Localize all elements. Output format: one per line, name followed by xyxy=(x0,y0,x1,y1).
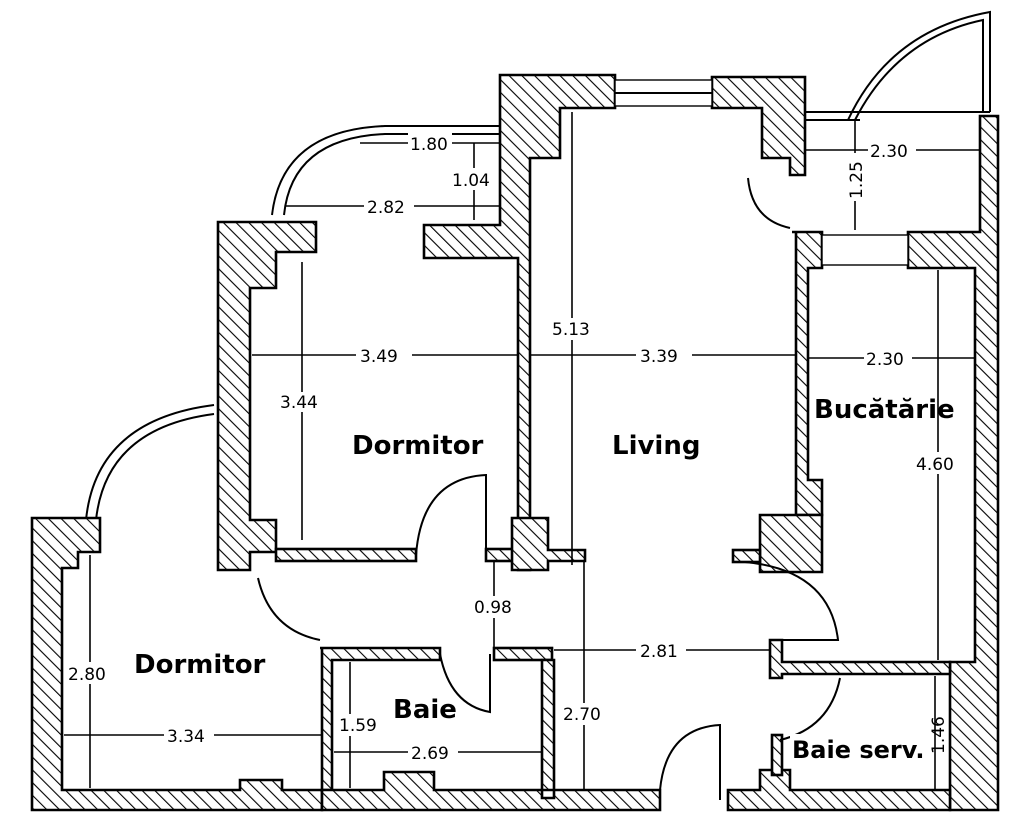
wall-service-bath-bottom xyxy=(726,768,952,812)
wall-top-right-block xyxy=(710,75,807,177)
wall-bath-left xyxy=(320,646,442,792)
dim-service-bath-height: 1.46 xyxy=(929,716,949,754)
bedroom-balcony-inner xyxy=(283,133,500,216)
dim-hall-opening: 0.98 xyxy=(474,598,512,618)
kitchen-balcony-arc-inner xyxy=(854,18,984,121)
dim-bath-width: 2.69 xyxy=(411,744,449,764)
dim-bedroom-balcony-span: 2.82 xyxy=(367,198,405,218)
room-label-baie-serv: Baie serv. xyxy=(792,736,925,764)
wall-bedroom-bottom xyxy=(274,547,418,563)
door-service-bath xyxy=(779,677,841,741)
wall-kitchen-left xyxy=(792,230,824,517)
room-label-baie: Baie xyxy=(393,695,457,725)
wall-living-right-stub xyxy=(731,548,762,564)
doors xyxy=(257,177,841,800)
room-label-dormitor-top: Dormitor xyxy=(352,431,484,461)
dim-hall-height: 2.70 xyxy=(563,705,601,725)
dim-kitchen-balcony-width: 2.30 xyxy=(870,142,908,162)
wall-living-left-pier xyxy=(510,516,587,572)
dim-bedroom2-height: 2.80 xyxy=(68,665,106,685)
wall-bath-top-right xyxy=(492,646,554,662)
kitchen-balcony-arc xyxy=(847,10,991,121)
wall-bottom xyxy=(320,770,662,812)
door-kitchen xyxy=(744,561,840,641)
dim-living-width: 3.39 xyxy=(640,347,678,367)
bedroom-balcony-outline xyxy=(271,125,500,216)
dim-bath-height: 1.59 xyxy=(339,716,377,736)
dim-balcony-depth: 1.04 xyxy=(452,171,490,191)
wall-living-right-pier xyxy=(758,513,824,574)
balconies xyxy=(85,10,991,521)
door-kitchen-balcony xyxy=(747,177,791,229)
dim-living-height: 5.13 xyxy=(552,320,590,340)
room-labels: Dormitor Living Bucătărie Dormitor Baie … xyxy=(134,395,955,766)
room-label-dormitor-left: Dormitor xyxy=(134,650,266,680)
door-left-bedroom xyxy=(257,577,321,641)
dim-balcony-width: 1.80 xyxy=(410,135,448,155)
dim-bedroom-height: 3.44 xyxy=(280,393,318,413)
wall-service-bath-top xyxy=(768,638,952,680)
room-label-living: Living xyxy=(612,431,700,461)
dim-bedroom2-width: 3.34 xyxy=(167,727,205,747)
wall-service-bath-stub xyxy=(770,733,784,777)
left-bedroom-balcony-outline xyxy=(85,404,215,521)
room-label-bucatarie: Bucătărie xyxy=(814,395,955,425)
wall-bath-right xyxy=(540,658,556,792)
dim-kitchen-width: 2.30 xyxy=(866,350,904,370)
left-bedroom-balcony-inner xyxy=(95,413,215,521)
walls xyxy=(30,73,1000,812)
dimension-labels: 1.80 1.04 2.82 2.30 1.25 5.13 3.49 3.44 … xyxy=(66,133,962,764)
dim-kitchen-balcony-depth: 1.25 xyxy=(847,161,867,199)
dim-hall-width: 2.81 xyxy=(640,642,678,662)
dim-bedroom-width: 3.49 xyxy=(360,347,398,367)
dim-kitchen-height: 4.60 xyxy=(916,455,954,475)
door-bedroom xyxy=(415,473,487,556)
door-bath xyxy=(439,653,491,714)
door-entrance xyxy=(659,723,721,800)
wall-top-bedroom-left xyxy=(216,220,318,572)
window-kitchen xyxy=(821,234,909,266)
